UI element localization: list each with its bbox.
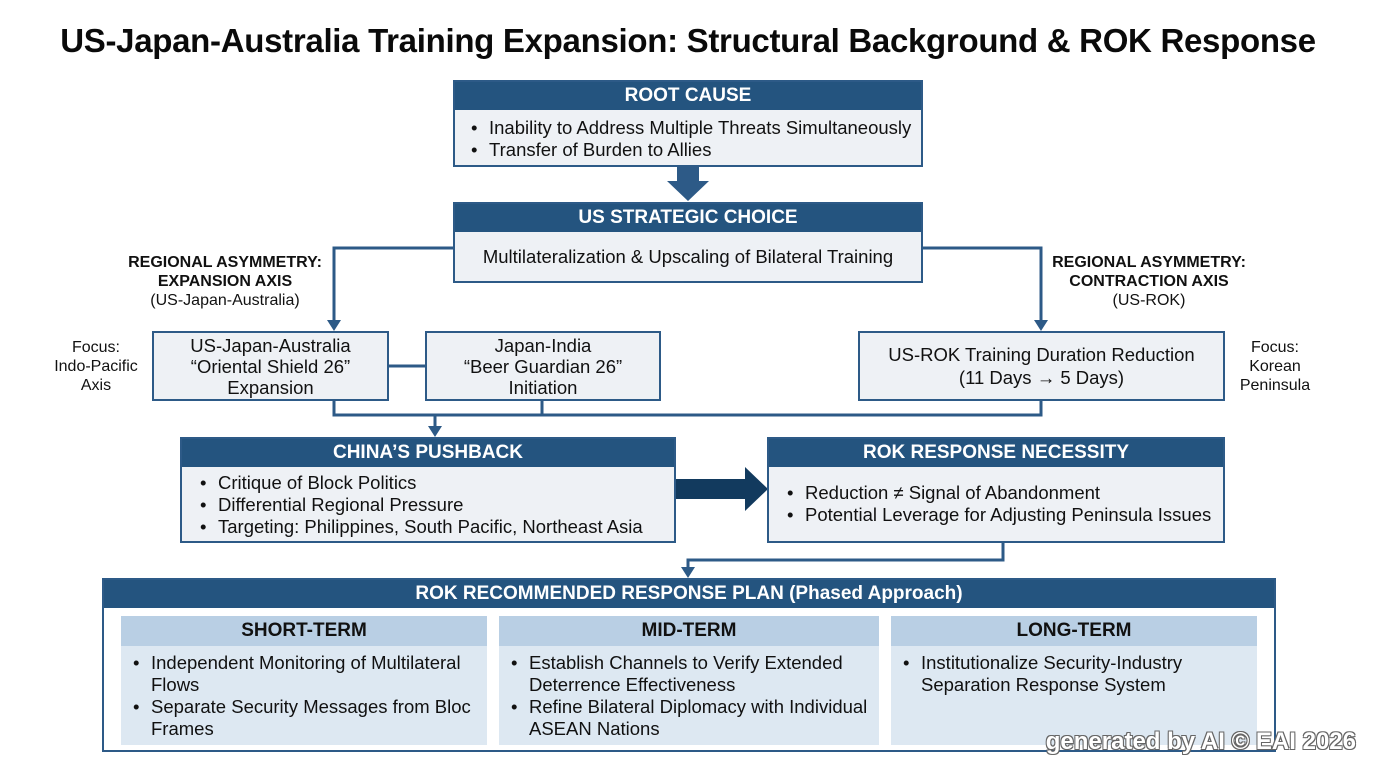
phase-long-title: LONG-TERM <box>891 616 1257 646</box>
phase-short-term: SHORT-TERM Independent Monitoring of Mul… <box>121 616 487 745</box>
arrowhead-to-china <box>428 426 442 437</box>
right-axis-line3: (US-ROK) <box>1112 292 1186 309</box>
rok-necessity-header: ROK RESPONSE NECESSITY <box>769 439 1223 467</box>
root-cause-box: ROOT CAUSE Inability to Address Multiple… <box>453 80 923 167</box>
beer-line2: “Beer Guardian 26” <box>463 355 623 377</box>
connector-necessity-to-plan <box>686 542 1005 568</box>
us-rok-reduction-box: US-ROK Training Duration Reduction (11 D… <box>858 331 1225 401</box>
usrok-line1: US-ROK Training Duration Reduction <box>888 344 1195 365</box>
left-axis-line3: (US-Japan-Australia) <box>150 292 300 309</box>
left-axis-line2: EXPANSION AXIS <box>157 273 293 290</box>
focus-left-line3: Axis <box>80 377 112 394</box>
focus-left-line1: Focus: <box>71 339 120 356</box>
connector-right-branch <box>921 246 1043 322</box>
arrowhead-to-plan <box>681 567 695 578</box>
usrok-line2: (11 Days → 5 Days) <box>958 367 1125 388</box>
list-item: Reduction ≠ Signal of Abandonment <box>783 482 1215 504</box>
focus-right-line3: Peninsula <box>1239 377 1311 394</box>
right-axis-label: REGIONAL ASYMMETRY: CONTRACTION AXIS (US… <box>1034 253 1264 310</box>
arrow-china-to-necessity <box>676 467 768 511</box>
list-item: Targeting: Philippines, South Pacific, N… <box>196 516 666 538</box>
phase-short-list: Independent Monitoring of Multilateral F… <box>121 646 487 740</box>
phase-mid-title: MID-TERM <box>499 616 879 646</box>
focus-left-label: Focus: Indo-Pacific Axis <box>40 338 152 395</box>
list-item: Differential Regional Pressure <box>196 494 666 516</box>
oriental-line3: Expansion <box>227 376 314 398</box>
connector-left-branch <box>332 246 455 322</box>
phase-long-term: LONG-TERM Institutionalize Security-Indu… <box>891 616 1257 745</box>
oriental-shield-box: US-Japan-Australia “Oriental Shield 26” … <box>152 331 389 401</box>
root-cause-header: ROOT CAUSE <box>455 82 921 110</box>
page-title: US-Japan-Australia Training Expansion: S… <box>60 22 1316 59</box>
left-axis-line1: REGIONAL ASYMMETRY: <box>128 254 322 271</box>
us-choice-header: US STRATEGIC CHOICE <box>455 204 921 232</box>
oriental-line1: US-Japan-Australia <box>190 334 351 356</box>
rok-necessity-list: Reduction ≠ Signal of Abandonment Potent… <box>769 467 1223 526</box>
list-item: Refine Bilateral Diplomacy with Individu… <box>507 696 869 740</box>
us-choice-box: US STRATEGIC CHOICE Multilateralization … <box>453 202 923 283</box>
list-item: Transfer of Burden to Allies <box>467 139 913 161</box>
connector-bottom-join <box>332 400 1043 417</box>
focus-right-label: Focus: Korean Peninsula <box>1227 338 1323 395</box>
list-item: Inability to Address Multiple Threats Si… <box>467 117 913 139</box>
beer-guardian-box: Japan-India “Beer Guardian 26” Initiatio… <box>425 331 661 401</box>
list-item: Separate Security Messages from Bloc Fra… <box>129 696 477 740</box>
beer-line3: Initiation <box>508 376 578 398</box>
phase-short-title: SHORT-TERM <box>121 616 487 646</box>
phase-mid-term: MID-TERM Establish Channels to Verify Ex… <box>499 616 879 745</box>
left-axis-label: REGIONAL ASYMMETRY: EXPANSION AXIS (US-J… <box>110 253 340 310</box>
list-item: Critique of Block Politics <box>196 472 666 494</box>
arrow-root-to-choice <box>667 166 709 201</box>
response-plan-header: ROK RECOMMENDED RESPONSE PLAN (Phased Ap… <box>104 580 1274 608</box>
right-axis-line2: CONTRACTION AXIS <box>1069 273 1229 290</box>
right-axis-line1: REGIONAL ASYMMETRY: <box>1052 254 1246 271</box>
list-item: Potential Leverage for Adjusting Peninsu… <box>783 504 1215 526</box>
us-choice-text: Multilateralization & Upscaling of Bilat… <box>482 246 894 267</box>
beer-line1: Japan-India <box>494 334 592 356</box>
root-cause-list: Inability to Address Multiple Threats Si… <box>455 110 921 161</box>
phase-long-list: Institutionalize Security-Industry Separ… <box>891 646 1257 696</box>
focus-right-line2: Korean <box>1249 358 1301 375</box>
list-item: Establish Channels to Verify Extended De… <box>507 652 869 696</box>
watermark: generated by AI © EAI 2026 <box>1045 728 1356 755</box>
arrowhead-right-branch <box>1034 320 1048 331</box>
china-pushback-box: CHINA’S PUSHBACK Critique of Block Polit… <box>180 437 676 543</box>
arrowhead-left-branch <box>327 320 341 331</box>
china-pushback-header: CHINA’S PUSHBACK <box>182 439 674 467</box>
rok-necessity-box: ROK RESPONSE NECESSITY Reduction ≠ Signa… <box>767 437 1225 543</box>
list-item: Independent Monitoring of Multilateral F… <box>129 652 477 696</box>
focus-left-line2: Indo-Pacific <box>54 358 138 375</box>
focus-right-line1: Focus: <box>1250 339 1299 356</box>
china-pushback-list: Critique of Block Politics Differential … <box>182 467 674 538</box>
phase-mid-list: Establish Channels to Verify Extended De… <box>499 646 879 740</box>
list-item: Institutionalize Security-Industry Separ… <box>899 652 1247 696</box>
oriental-line2: “Oriental Shield 26” <box>190 355 351 377</box>
